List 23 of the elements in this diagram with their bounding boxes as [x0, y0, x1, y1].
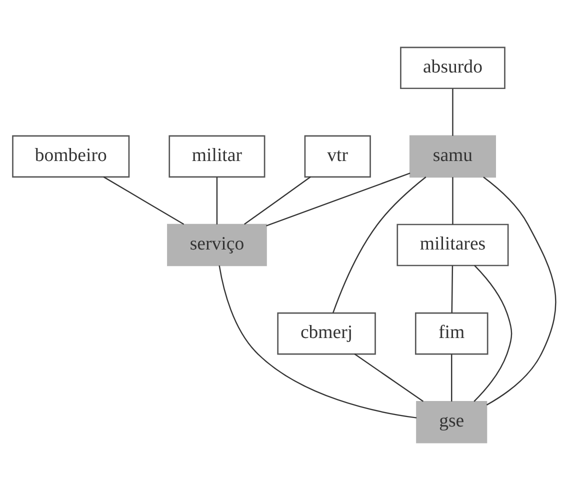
- node-box: absurdo: [400, 46, 506, 90]
- node-box: vtr: [304, 135, 371, 178]
- connector: [452, 88, 454, 136]
- node-box: bombeiro: [12, 135, 130, 178]
- connector: [451, 266, 454, 313]
- node-box: serviço: [167, 224, 267, 266]
- connector: [244, 176, 311, 225]
- node-box: samu: [409, 135, 496, 178]
- connector: [474, 265, 512, 402]
- connector: [103, 176, 184, 225]
- node-box: militares: [396, 224, 509, 266]
- connector: [451, 354, 452, 402]
- connector: [216, 177, 218, 224]
- connector: [452, 177, 454, 224]
- connector: [218, 265, 417, 418]
- connector: [332, 176, 426, 314]
- connector: [266, 172, 410, 226]
- node-box: militar: [168, 135, 266, 178]
- node-box: fim: [414, 312, 488, 355]
- node-box: cbmerj: [277, 312, 376, 355]
- connector: [483, 176, 556, 406]
- node-box: gse: [416, 400, 488, 444]
- connector: [354, 354, 424, 402]
